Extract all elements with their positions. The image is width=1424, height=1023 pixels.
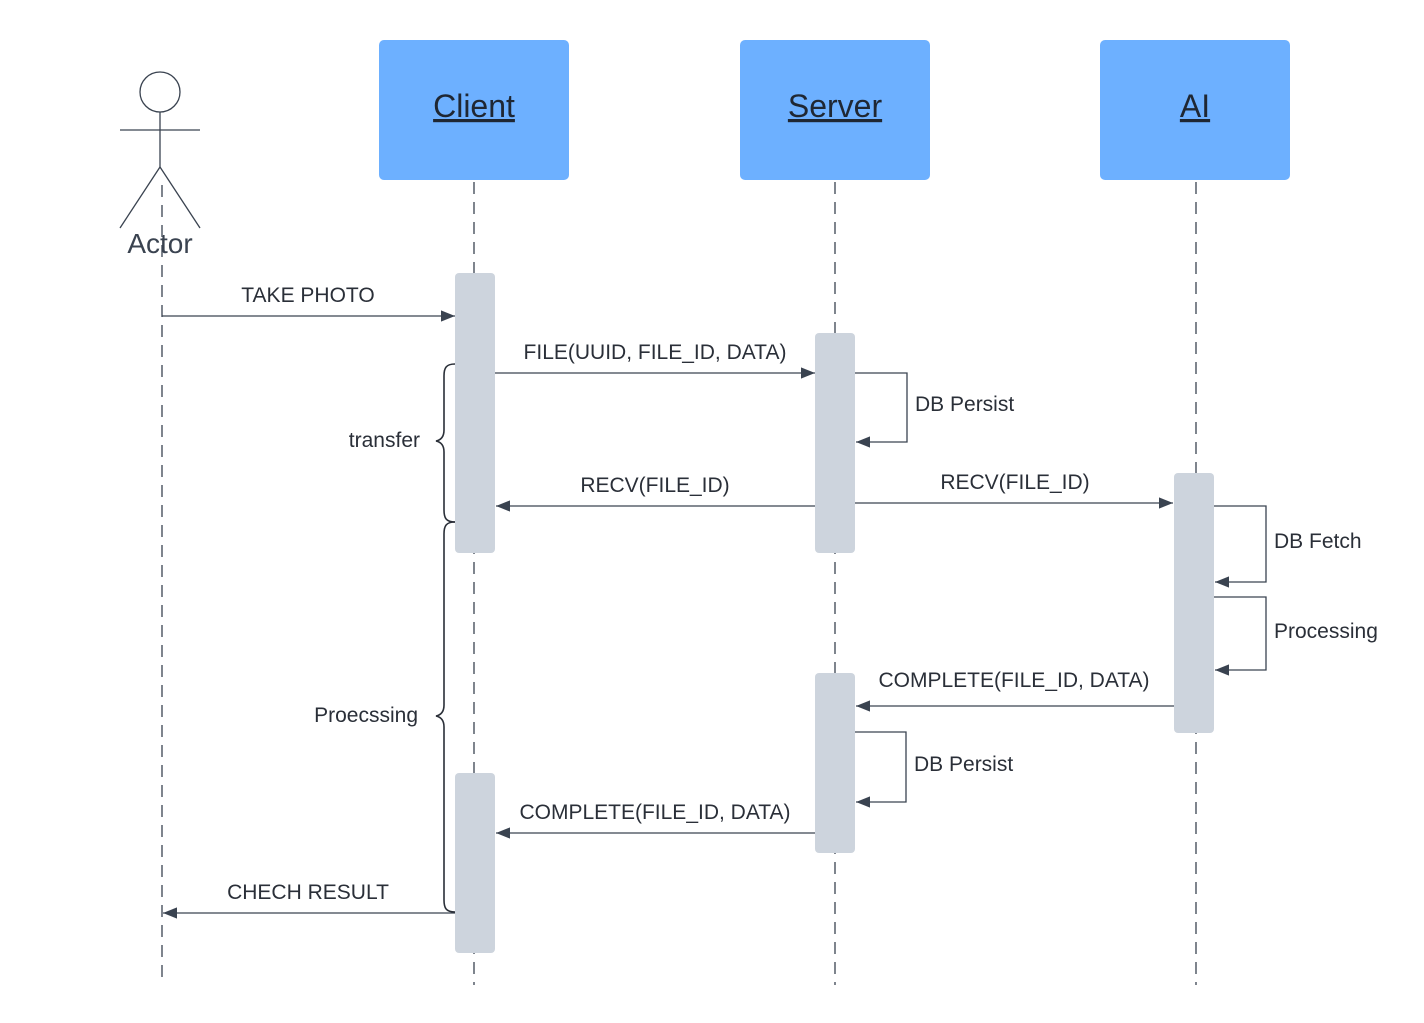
recv-to-ai-label: RECV(FILE_ID) <box>940 471 1089 494</box>
ai-label: AI <box>1180 88 1210 124</box>
take-photo-label: TAKE PHOTO <box>241 284 374 307</box>
client-label: Client <box>433 88 515 124</box>
actor-label: Actor <box>127 228 192 259</box>
complete-to-server-label: COMPLETE(FILE_ID, DATA) <box>878 669 1149 692</box>
processing-brace <box>435 521 456 913</box>
actor-figure <box>119 71 201 229</box>
client-activation-2 <box>455 773 495 953</box>
check-result-label: CHECH RESULT <box>227 881 389 904</box>
db-persist-2-arrow <box>855 731 907 808</box>
db-fetch-arrow <box>1214 505 1267 588</box>
client-activation-1 <box>455 273 495 553</box>
processing-label: Processing <box>1274 620 1378 643</box>
db-persist-1-label: DB Persist <box>915 393 1014 416</box>
server-participant: Server <box>740 40 930 180</box>
db-persist-1-arrow <box>855 372 908 448</box>
transfer-label: transfer <box>349 429 420 452</box>
ai-participant: AI <box>1100 40 1290 180</box>
server-label: Server <box>788 88 883 124</box>
complete-to-client-label: COMPLETE(FILE_ID, DATA) <box>519 801 790 824</box>
transfer-brace <box>435 363 456 523</box>
file-upload-label: FILE(UUID, FILE_ID, DATA) <box>524 341 787 364</box>
server-activation-2 <box>815 673 855 853</box>
processing-bracket-label: Proecssing <box>314 704 418 727</box>
server-activation-1 <box>815 333 855 553</box>
client-participant: Client <box>379 40 569 180</box>
db-persist-2-label: DB Persist <box>914 753 1013 776</box>
ai-activation <box>1174 473 1214 733</box>
db-fetch-label: DB Fetch <box>1274 530 1362 553</box>
recv-to-client-label: RECV(FILE_ID) <box>580 474 729 497</box>
processing-arrow <box>1214 596 1267 676</box>
